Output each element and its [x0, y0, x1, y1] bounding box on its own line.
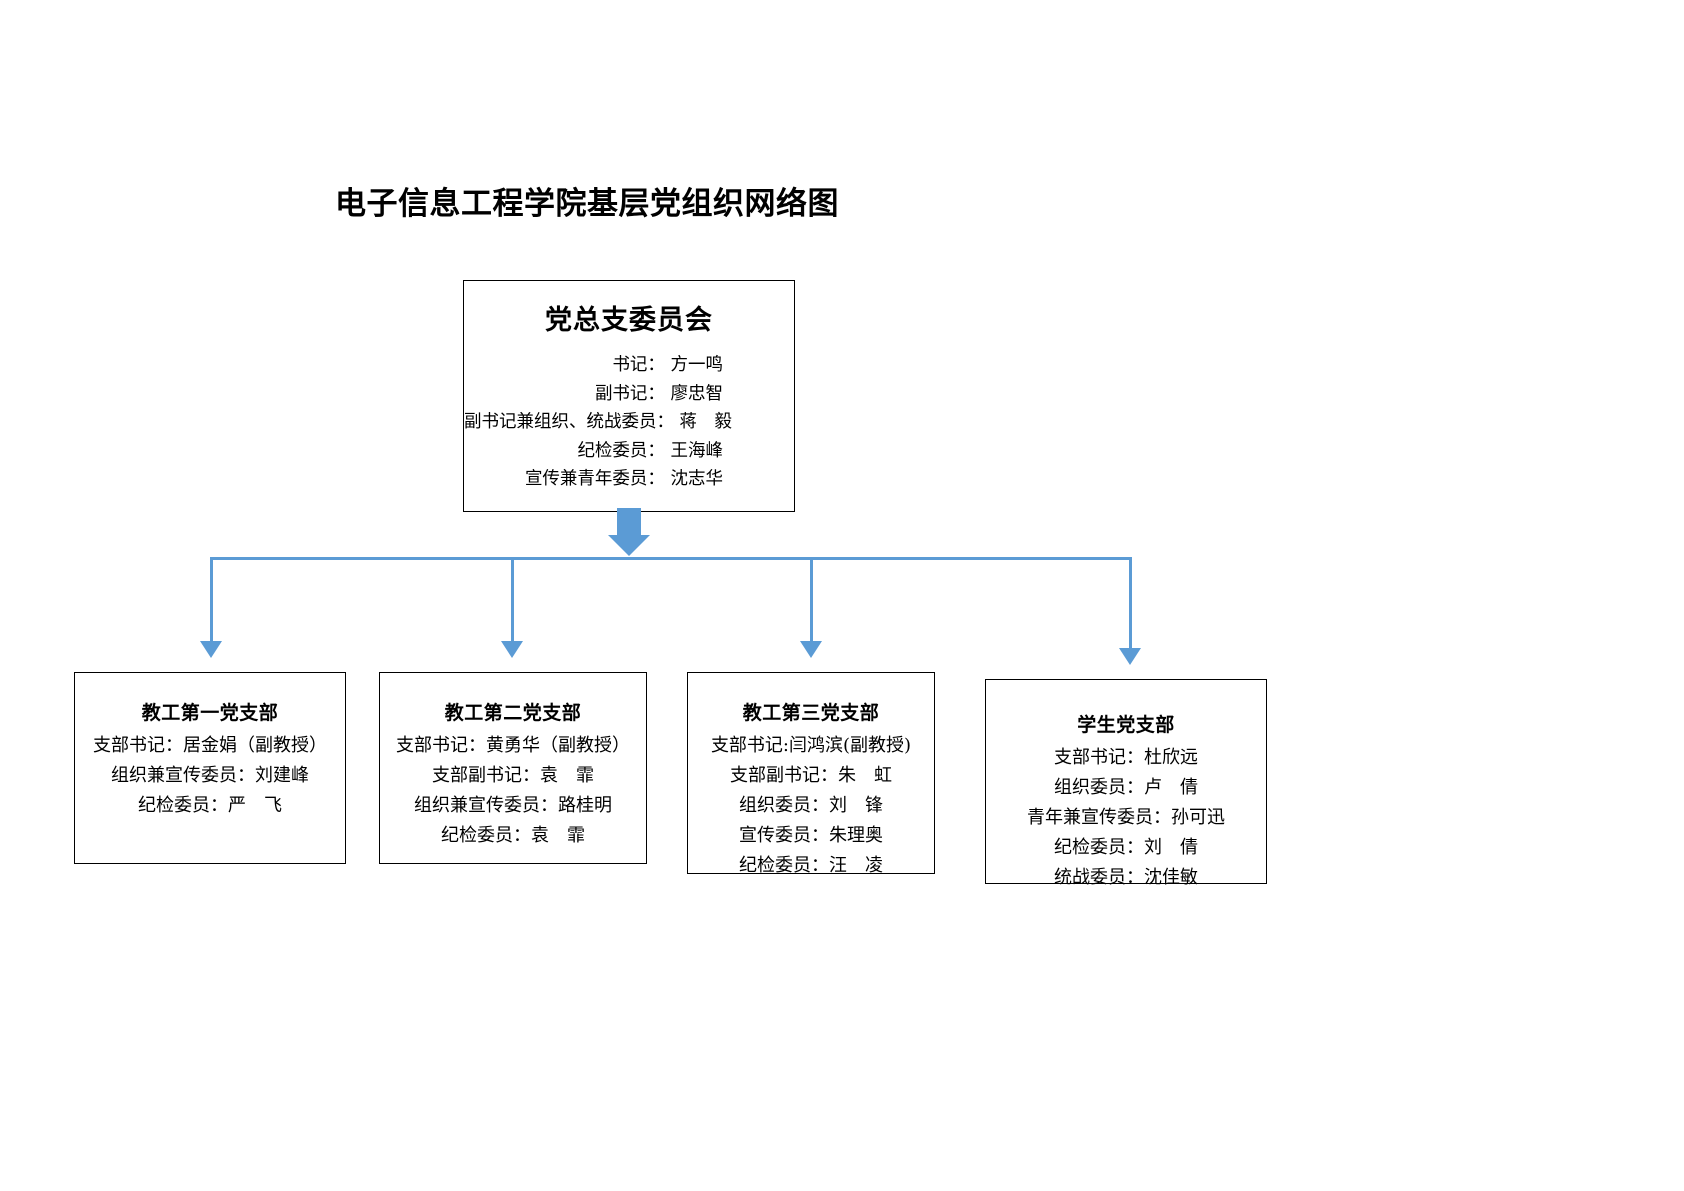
- node-line: 支部书记：杜欣远: [1054, 747, 1198, 768]
- node-line: 书记： 方一鸣: [612, 355, 723, 375]
- node-heading: 教工第二党支部: [444, 702, 582, 724]
- leaf-down-arrow-icon-3: [800, 641, 822, 658]
- node-line: 组织委员：卢 倩: [1054, 777, 1198, 798]
- connector-drop-1: [210, 557, 213, 643]
- node-line: 宣传委员：朱理奥: [739, 825, 883, 846]
- connector-drop-4: [1129, 557, 1132, 650]
- node-lines: 支部书记：杜欣远 组织委员：卢 倩 青年兼宣传委员：孙可迅 纪检委员：刘 倩 统…: [986, 743, 1266, 893]
- node-line: 副书记兼组织、统战委员： 蒋 毅: [464, 412, 733, 432]
- node-faculty-branch-1: 教工第一党支部 支部书记：居金娟（副教授） 组织兼宣传委员：刘建峰 纪检委员：严…: [74, 672, 346, 864]
- node-line: 统战委员：沈佳敏: [1054, 867, 1198, 888]
- node-line: 组织委员：刘 锋: [739, 795, 883, 816]
- node-line: 纪检委员：袁 霏: [441, 825, 585, 846]
- node-line: 纪检委员：汪 凌: [739, 855, 883, 876]
- node-faculty-branch-3: 教工第三党支部 支部书记:闫鸿滨(副教授) 支部副书记：朱 虹 组织委员：刘 锋…: [687, 672, 935, 876]
- node-student-branch: 学生党支部 支部书记：杜欣远 组织委员：卢 倩 青年兼宣传委员：孙可迅 纪检委员…: [985, 679, 1267, 888]
- node-heading: 学生党支部: [1077, 714, 1175, 736]
- arrow-head: [200, 641, 222, 658]
- node-party-general-branch-committee: 党总支委员会 书记： 方一鸣 副书记： 廖忠智 副书记兼组织、统战委员： 蒋 毅…: [463, 280, 795, 512]
- node-line: 青年兼宣传委员：孙可迅: [1027, 807, 1225, 828]
- node-line: 支部书记：居金娟（副教授）: [93, 735, 327, 756]
- node-heading: 教工第三党支部: [742, 702, 880, 724]
- node-line: 纪检委员：刘 倩: [1054, 837, 1198, 858]
- node-line: 纪检委员：严 飞: [138, 795, 282, 816]
- connector-horizontal-bus: [210, 557, 1132, 560]
- node-heading: 教工第一党支部: [141, 702, 279, 724]
- root-down-arrow-icon: [608, 508, 650, 556]
- node-line: 支部副书记：朱 虹: [730, 765, 892, 786]
- arrow-head: [1119, 648, 1141, 665]
- node-line: 支部书记：黄勇华（副教授）: [396, 735, 630, 756]
- arrow-head: [608, 535, 650, 556]
- arrow-head: [501, 641, 523, 658]
- node-lines: 支部书记：居金娟（副教授） 组织兼宣传委员：刘建峰 纪检委员：严 飞: [75, 731, 345, 821]
- node-lines: 支部书记:闫鸿滨(副教授) 支部副书记：朱 虹 组织委员：刘 锋 宣传委员：朱理…: [688, 731, 934, 881]
- leaf-down-arrow-icon-2: [501, 641, 523, 658]
- node-lines: 支部书记：黄勇华（副教授） 支部副书记：袁 霏 组织兼宣传委员：路桂明 纪检委员…: [380, 731, 646, 851]
- node-line: 支部书记:闫鸿滨(副教授): [710, 735, 912, 756]
- node-faculty-branch-2: 教工第二党支部 支部书记：黄勇华（副教授） 支部副书记：袁 霏 组织兼宣传委员：…: [379, 672, 647, 864]
- connector-drop-2: [511, 557, 514, 643]
- node-line: 纪检委员： 王海峰: [577, 440, 723, 461]
- page-title: 电子信息工程学院基层党组织网络图: [335, 186, 839, 222]
- node-line: 宣传兼青年委员： 沈志华: [524, 469, 723, 489]
- leaf-down-arrow-icon-1: [200, 641, 222, 658]
- arrow-head: [800, 641, 822, 658]
- node-heading: 党总支委员会: [545, 305, 713, 336]
- node-line: 副书记： 廖忠智: [594, 383, 723, 404]
- connector-drop-3: [810, 557, 813, 643]
- node-line: 组织兼宣传委员：路桂明: [414, 795, 612, 816]
- arrow-shaft: [617, 508, 641, 536]
- node-lines: 书记： 方一鸣 副书记： 廖忠智 副书记兼组织、统战委员： 蒋 毅 纪检委员： …: [464, 351, 794, 494]
- node-line: 组织兼宣传委员：刘建峰: [111, 765, 309, 786]
- leaf-down-arrow-icon-4: [1119, 648, 1141, 665]
- node-line: 支部副书记：袁 霏: [432, 765, 594, 786]
